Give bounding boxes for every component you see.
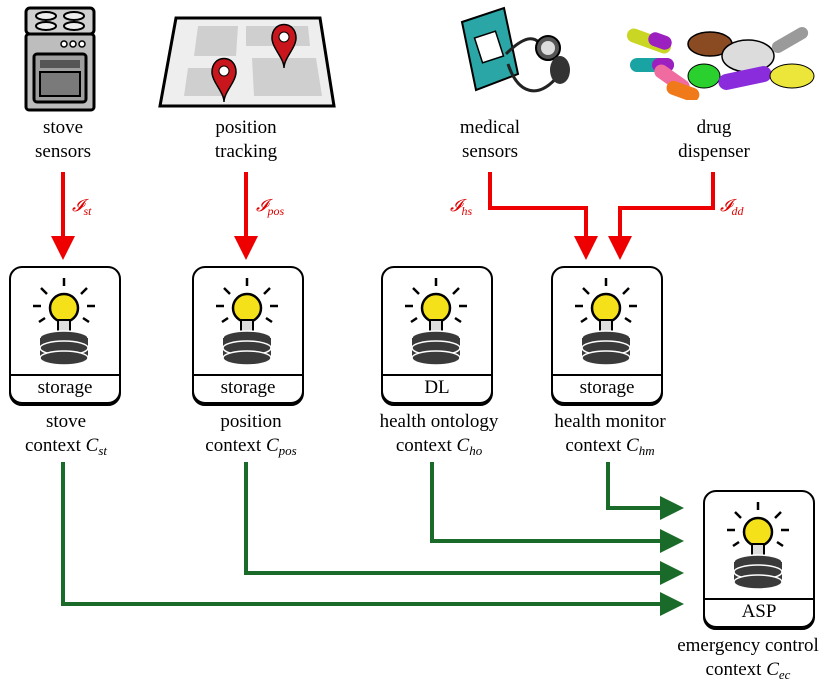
bridge-arrow-pos — [244, 462, 684, 585]
lightbulb-database-icon — [33, 278, 95, 366]
lightbulb-database-icon — [727, 502, 789, 590]
context-node-position: storage — [192, 266, 304, 406]
lightbulb-database-icon — [575, 278, 637, 366]
lightbulb-database-icon — [405, 278, 467, 366]
bridge-arrow-hm — [606, 462, 684, 520]
input-label-dd: 𝓘dd — [720, 196, 744, 218]
input-arrow-medical — [488, 172, 598, 260]
context-label-stove: stove context Cst — [24, 411, 108, 458]
stove-icon — [24, 6, 96, 112]
context-label-health-ontology: health ontology context Cho — [379, 411, 499, 458]
context-tag-emergency: ASP — [703, 598, 815, 628]
context-label-health-monitor: health monitor context Chm — [554, 411, 666, 458]
map-pin-icon — [158, 16, 336, 108]
context-tag-stove: storage — [9, 374, 121, 404]
context-node-stove: storage — [9, 266, 121, 406]
bridge-arrow-ho — [430, 462, 684, 553]
blood-pressure-monitor-icon — [460, 6, 570, 93]
input-arrow-drug — [608, 172, 715, 260]
input-label-st: 𝓘st — [72, 196, 92, 218]
bridge-arrow-st — [61, 462, 684, 616]
context-node-health-monitor: storage — [551, 266, 663, 406]
input-label-hs: 𝓘hs — [450, 196, 473, 218]
context-tag-health-ontology: DL — [381, 374, 493, 404]
context-tag-position: storage — [192, 374, 304, 404]
context-tag-health-monitor: storage — [551, 374, 663, 404]
context-label-emergency: emergency control context Cec — [677, 635, 819, 682]
pills-icon — [626, 27, 815, 100]
lightbulb-database-icon — [216, 278, 278, 366]
context-node-emergency: ASP — [703, 490, 815, 630]
context-label-position: position context Cpos — [205, 411, 297, 458]
input-label-pos: 𝓘pos — [256, 196, 285, 218]
context-node-health-ontology: DL — [381, 266, 493, 406]
